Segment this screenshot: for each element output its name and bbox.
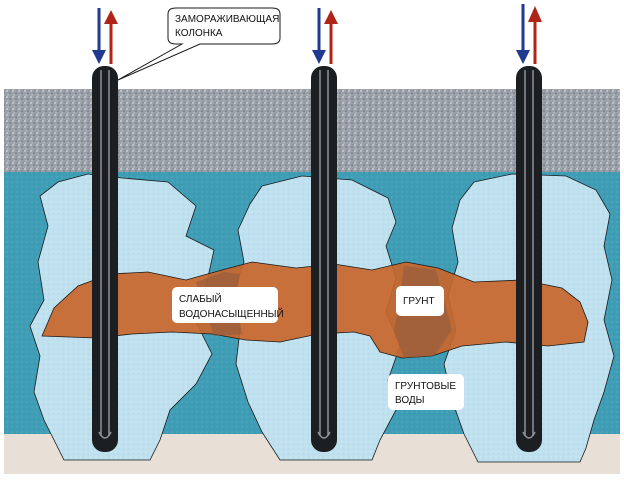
groundwater-label: ГРУНТОВЫЕ ВОДЫ [388, 374, 464, 410]
freezing-column-callout: ЗАМОРАЖИВАЮЩАЯ КОЛОНКА [117, 7, 281, 81]
soil-label: ГРУНТ [396, 286, 444, 316]
weak-layer-label-2: ВОДОНАСЫЩЕННЫЙ [179, 307, 284, 320]
soil-label-text: ГРУНТ [403, 296, 435, 307]
freezing-column-2 [311, 66, 337, 452]
freezing-column-3 [516, 66, 542, 452]
arrow-up-icon [324, 10, 338, 64]
freezing-column-1 [92, 66, 118, 452]
freezing-column-label-2: КОЛОНКА [175, 28, 223, 39]
weak-layer-label-1: СЛАБЫЙ [179, 292, 222, 305]
freezing-column-label-1: ЗАМОРАЖИВАЮЩАЯ [175, 14, 279, 25]
groundwater-label-2: ВОДЫ [395, 395, 425, 406]
weak-layer-label: СЛАБЫЙ ВОДОНАСЫЩЕННЫЙ [172, 287, 284, 323]
arrow-up-icon [528, 6, 542, 64]
arrow-down-icon [92, 8, 106, 64]
arrow-up-icon [104, 10, 118, 64]
arrow-down-icon [312, 8, 326, 64]
arrow-down-icon [516, 4, 530, 64]
groundwater-label-1: ГРУНТОВЫЕ [395, 381, 456, 392]
